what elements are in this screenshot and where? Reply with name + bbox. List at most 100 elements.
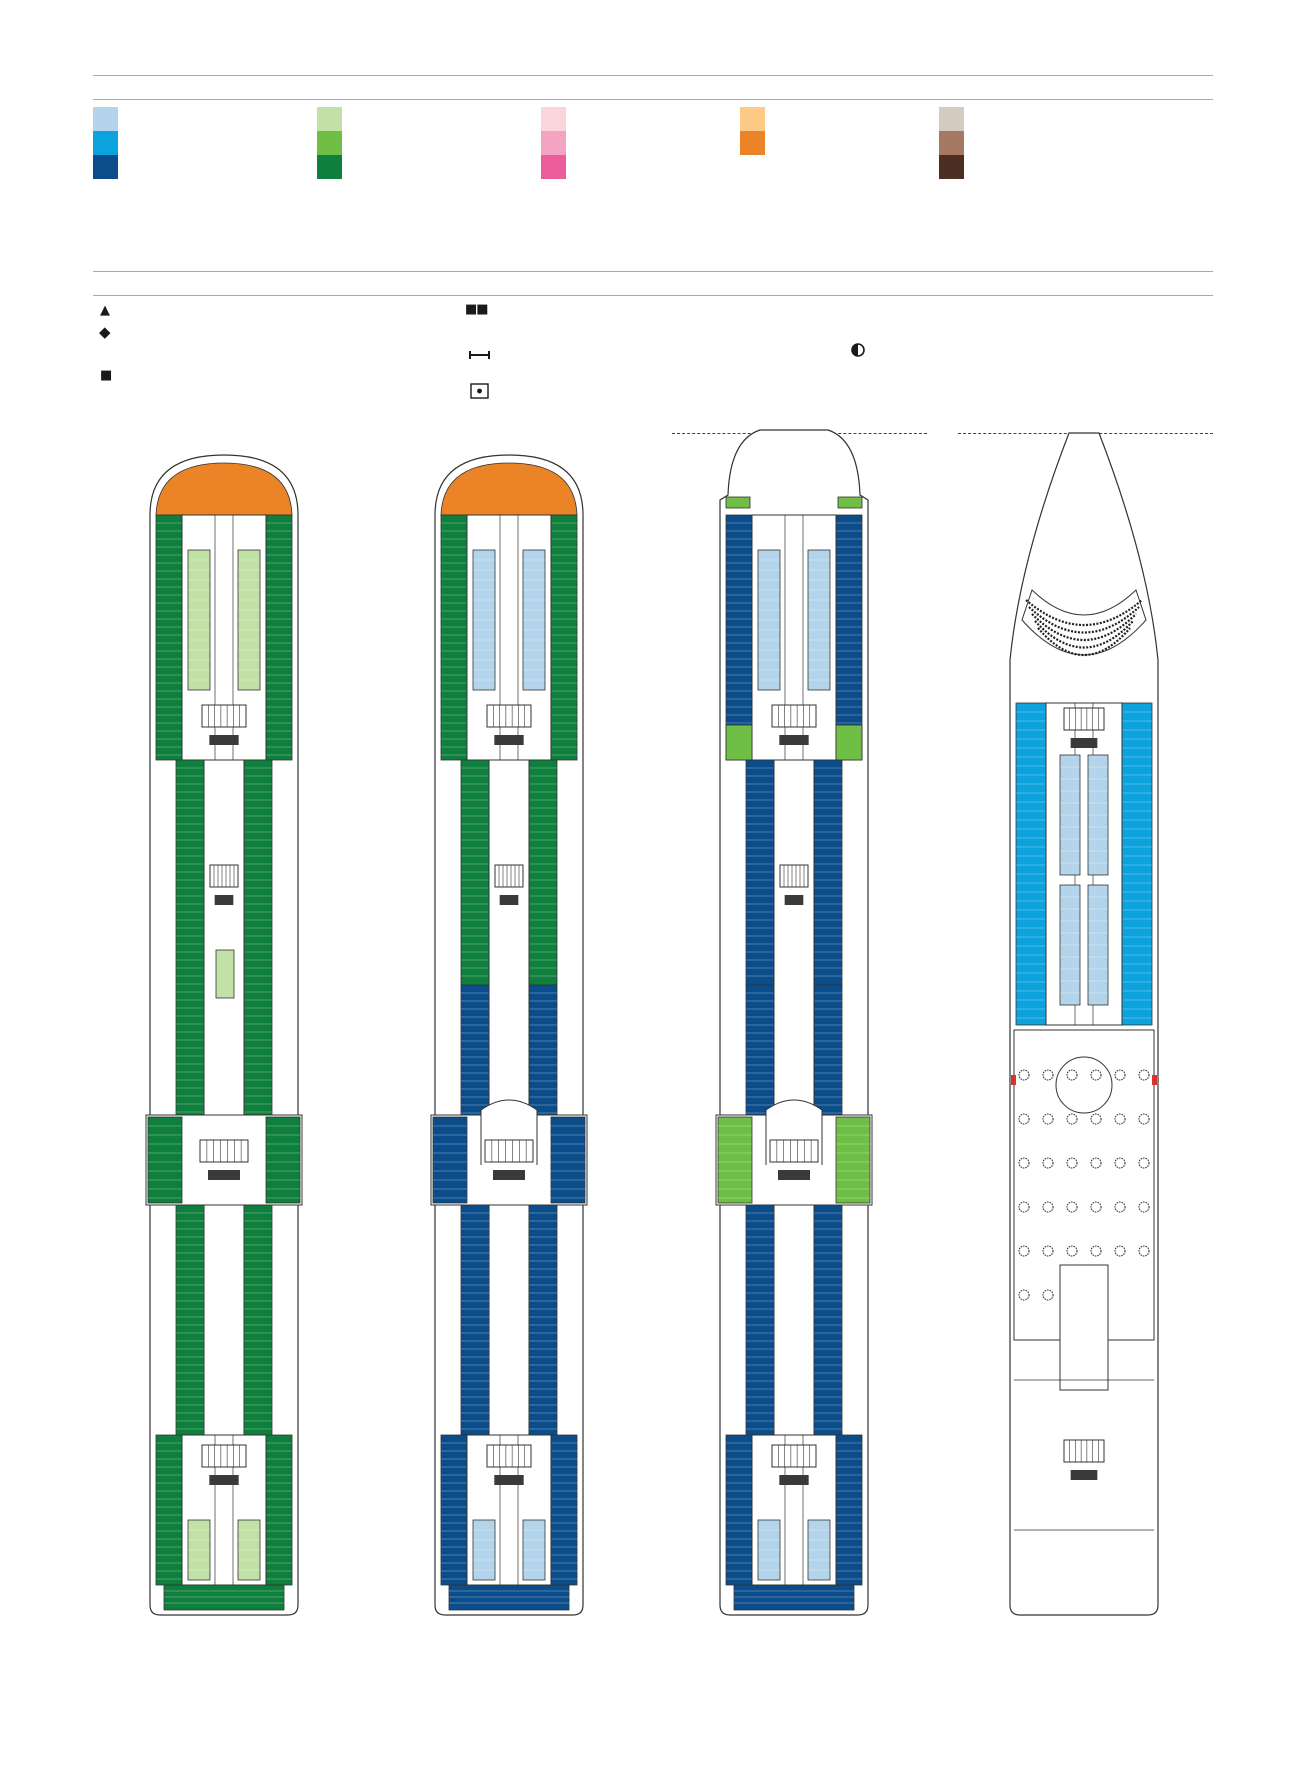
deck-d-table [1042, 1201, 1054, 1213]
deck-c-mid-cabins-port [745, 759, 775, 986]
mid-rule-2 [93, 295, 1213, 296]
deck-d-table [1042, 1289, 1054, 1301]
double-square-icon: ■■ [465, 302, 489, 317]
deck-c-midship-cabins-starboard [835, 1116, 871, 1204]
deck-d-door-port [1011, 1075, 1016, 1085]
deck-c-fwd-stairs [771, 704, 817, 728]
deck-a-midship-stairs-lift [208, 1170, 240, 1180]
deck-b-mid-stairs-1-lift [499, 895, 519, 905]
deck-d-theatre-seats [1028, 606, 1140, 634]
deck-d-table [1018, 1245, 1030, 1257]
deck-a-aft-stairs-lift [209, 1475, 239, 1485]
deck-d-cabins-port [1015, 702, 1047, 1026]
deck-b-aft-cabins-starboard [550, 1434, 578, 1586]
deck-c-midship-stairs [769, 1139, 819, 1163]
connecting-bar-icon [469, 345, 490, 359]
deck-c-fwd-cabins-port [725, 514, 753, 761]
deck-d-stairs-aft [1063, 1439, 1105, 1463]
deck-d-table [1066, 1113, 1078, 1125]
deck-d-galley [1059, 1264, 1109, 1391]
square-icon: ■ [100, 368, 113, 383]
legend-swatch-light-blue [93, 107, 118, 131]
deck-c-midship-cabins-port [717, 1116, 753, 1204]
deck-a-aft-stairs [201, 1444, 247, 1468]
deck-b-fwd-stairs [486, 704, 532, 728]
deck-d-theatre-seats [1037, 627, 1131, 657]
deck-b-midship-cabins-starboard [550, 1116, 586, 1204]
legend-swatch-dark-brown [939, 155, 964, 179]
deck-a-midship-cabins-port [147, 1116, 183, 1204]
deck-d-table [1018, 1289, 1030, 1301]
deck-d-table [1066, 1201, 1078, 1213]
deck-b-midship-stairs-lift [493, 1170, 525, 1180]
deck-c-mid-stairs-1 [779, 864, 809, 888]
deck-b-fwd-stairs-lift [494, 735, 524, 745]
triangle-icon: ▲ [100, 303, 110, 318]
deck-a-forward-suites [155, 462, 293, 516]
deck-d-table [1114, 1069, 1126, 1081]
deck-b-mid-cabins-starboard [528, 759, 558, 986]
top-rule-2 [93, 99, 1213, 100]
deck-a-mid-stairs-1-lift [214, 895, 234, 905]
deck-d-table [1042, 1245, 1054, 1257]
deck-b-aft-cabins-port [440, 1434, 468, 1586]
legend-swatch-light-brown [939, 107, 964, 131]
deck-b-midship-stairs [484, 1139, 534, 1163]
legend-swatch-mid-blue [93, 131, 118, 155]
deck-d-theatre [1021, 589, 1147, 656]
dotted-box-icon [470, 383, 489, 399]
deck-d-table [1090, 1113, 1102, 1125]
deck-b [430, 454, 588, 1616]
legend-swatch-dark-blue [93, 155, 118, 179]
legend-swatch-light-pink [541, 107, 566, 131]
deck-d-table [1138, 1245, 1150, 1257]
deck-c-accent-port [725, 724, 753, 761]
deck-b-mid-stairs-1 [494, 864, 524, 888]
deck-d-table [1138, 1157, 1150, 1169]
deck-d-theatre-seats [1025, 599, 1143, 627]
deck-d-table [1114, 1201, 1126, 1213]
deck-d-table [1018, 1069, 1030, 1081]
deck-c-midship-stairs-lift [778, 1170, 810, 1180]
deck-d-table [1018, 1201, 1030, 1213]
deck-b-mid-lower-port [460, 984, 490, 1121]
deck-c-mid-lower-port [745, 984, 775, 1121]
deck-a-mid-inside [215, 949, 235, 999]
deck-b-midship-cabins-port [432, 1116, 468, 1204]
deck-c-mid-cabins-starboard [813, 759, 843, 986]
deck-d-table [1138, 1113, 1150, 1125]
legend-swatch-mid-green [317, 131, 342, 155]
deck-b-aft-stairs-lift [494, 1475, 524, 1485]
deck-a-mid-cabins-port [175, 759, 205, 1121]
half-circle-icon [850, 342, 866, 358]
deck-d-theatre-seats [1034, 620, 1134, 649]
deck-a [145, 454, 303, 1616]
deck-d-table [1066, 1157, 1078, 1169]
deck-d-cabins-starboard [1121, 702, 1153, 1026]
deck-c-stern-suites [733, 1584, 855, 1611]
deck-c-fwd-cabins-starboard [835, 514, 863, 761]
deck-a-stern-suites [163, 1584, 285, 1611]
legend-swatch-mid-orange [740, 131, 765, 155]
deck-b-aft-mid-port [460, 1204, 490, 1441]
deck-d-theatre-seats [1031, 613, 1137, 642]
legend-swatch-mid-brown [939, 131, 964, 155]
deck-d-table [1090, 1201, 1102, 1213]
deck-a-mid-cabins-starboard [243, 759, 273, 1121]
deck-d-door-starboard [1152, 1075, 1157, 1085]
deck-d-table [1042, 1157, 1054, 1169]
legend-swatch-light-orange [740, 107, 765, 131]
deck-d-table [1114, 1245, 1126, 1257]
legend-swatch-mid-pink [541, 131, 566, 155]
mid-rule-1 [93, 271, 1213, 272]
deck-d-table [1090, 1157, 1102, 1169]
deck-b-stern-suites [448, 1584, 570, 1611]
deck-c [715, 429, 873, 1616]
deck-c-mid-lower-starboard [813, 984, 843, 1121]
deck-a-fwd-cabins-starboard [265, 514, 293, 761]
deck-a-aft-mid-starboard [243, 1204, 273, 1441]
legend-swatch-light-green [317, 107, 342, 131]
deck-d-core [1045, 702, 1123, 1026]
deck-a-midship-stairs [199, 1139, 249, 1163]
deck-b-forward-suites [440, 462, 578, 516]
